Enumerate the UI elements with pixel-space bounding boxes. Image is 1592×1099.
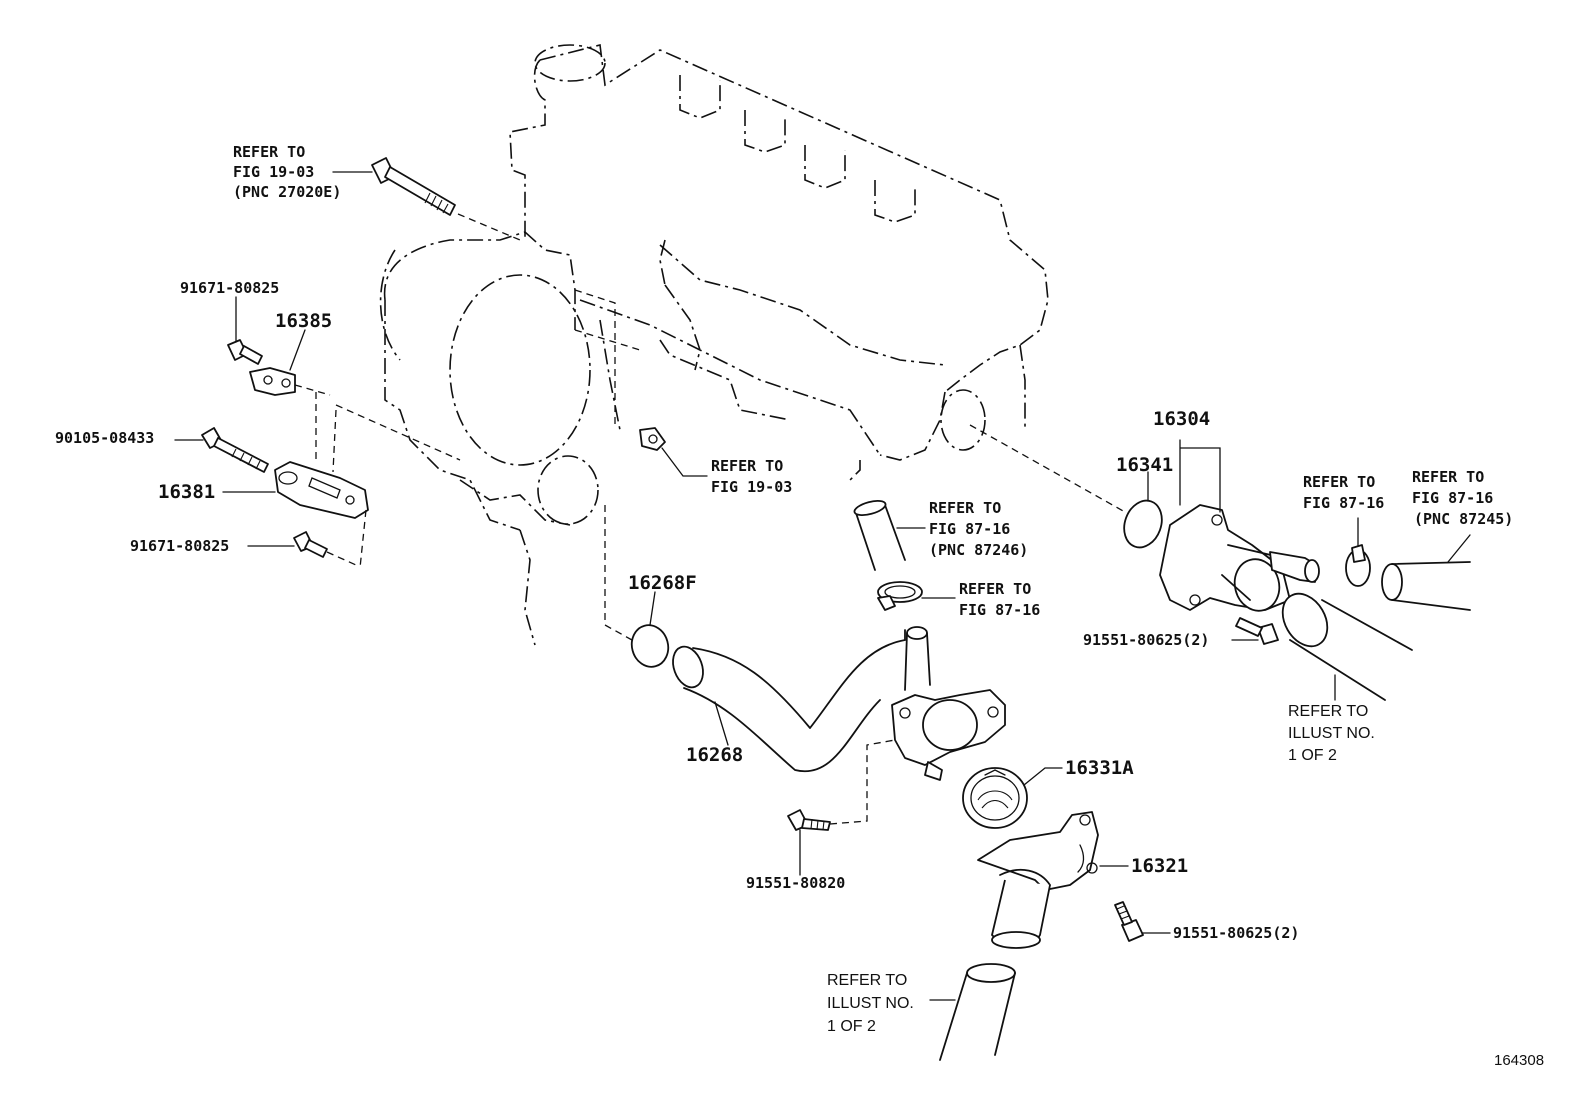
svg-text:REFER TO: REFER TO <box>1288 703 1368 720</box>
bolt-icon <box>1235 617 1279 645</box>
svg-text:ILLUST NO.: ILLUST NO. <box>827 995 914 1012</box>
water-pump-outline <box>379 231 599 531</box>
part-number-90105-08433: 90105-08433 <box>55 429 154 447</box>
illustration-id: 164308 <box>1494 1052 1544 1069</box>
guide-line <box>335 404 461 461</box>
bracket-plate-icon <box>274 461 369 519</box>
svg-text:REFER TO: REFER TO <box>1303 473 1375 491</box>
label-refer-fig-19-03-mid: REFER TO FIG 19-03 <box>711 457 792 496</box>
hose-clamp-icon <box>877 581 923 611</box>
bolt-icon <box>1114 901 1144 942</box>
radiator-hose-icon <box>1281 592 1413 701</box>
water-outlet-icon <box>977 811 1099 949</box>
svg-text:FIG 87-16: FIG 87-16 <box>959 601 1040 619</box>
label-refer-fig-87-16-small-clamp: REFER TO FIG 87-16 <box>1303 473 1384 512</box>
part-number-91671-80825-bottom: 91671-80825 <box>130 537 229 555</box>
water-pipe-icon <box>672 626 931 773</box>
part-number-91551-80820: 91551-80820 <box>746 874 845 892</box>
leader-line <box>1447 534 1471 563</box>
guide-line <box>829 739 896 825</box>
engine-block-outline <box>509 44 1049 646</box>
svg-text:1 OF 2: 1 OF 2 <box>827 1018 876 1035</box>
svg-text:REFER TO: REFER TO <box>827 972 907 989</box>
guide-line <box>294 384 331 396</box>
guide-line <box>326 551 357 566</box>
leader-line <box>1179 439 1221 513</box>
svg-text:FIG 19-03: FIG 19-03 <box>233 163 314 181</box>
part-number-16341: 16341 <box>1116 454 1173 476</box>
guide-line <box>574 289 616 428</box>
guide-line <box>604 505 633 641</box>
label-refer-fig-87-16-pnc-87246: REFER TO FIG 87-16 (PNC 87246) <box>929 499 1028 559</box>
leader-line <box>1023 767 1063 786</box>
leader-line <box>714 701 729 746</box>
label-refer-illust-bottom: REFER TO ILLUST NO. 1 OF 2 <box>827 972 914 1035</box>
svg-text:REFER TO: REFER TO <box>959 580 1031 598</box>
svg-text:1 OF 2: 1 OF 2 <box>1288 747 1337 764</box>
part-number-91551-80625-upper: 91551-80625(2) <box>1083 631 1209 649</box>
svg-text:ILLUST NO.: ILLUST NO. <box>1288 725 1375 742</box>
label-refer-illust-right: REFER TO ILLUST NO. 1 OF 2 <box>1288 703 1375 764</box>
svg-text:(PNC 87246): (PNC 87246) <box>929 541 1028 559</box>
label-refer-fig-87-16-clamp: REFER TO FIG 87-16 <box>959 580 1040 619</box>
thermostat-housing-icon <box>891 689 1006 781</box>
svg-text:FIG 87-16: FIG 87-16 <box>1412 489 1493 507</box>
svg-text:REFER TO: REFER TO <box>233 143 305 161</box>
thermostat-icon <box>962 767 1028 829</box>
part-number-16304: 16304 <box>1153 408 1210 430</box>
part-number-91671-80825-top: 91671-80825 <box>180 279 279 297</box>
hose-icon <box>1381 561 1471 611</box>
part-number-91551-80625-lower: 91551-80625(2) <box>1173 924 1299 942</box>
svg-text:REFER TO: REFER TO <box>1412 468 1484 486</box>
svg-text:REFER TO: REFER TO <box>711 457 783 475</box>
gasket-icon <box>1123 499 1163 549</box>
bolt-icon <box>201 427 269 473</box>
guide-line <box>969 424 1126 513</box>
part-number-16268F: 16268F <box>628 572 697 594</box>
water-inlet-icon <box>1159 504 1320 612</box>
svg-text:(PNC 87245): (PNC 87245) <box>1414 510 1513 528</box>
long-bolt-icon <box>371 157 456 216</box>
bracket-icon <box>249 367 296 396</box>
svg-text:FIG 19-03: FIG 19-03 <box>711 478 792 496</box>
bolt-icon <box>293 531 328 558</box>
part-number-16331A: 16331A <box>1065 757 1134 779</box>
bolt-icon <box>787 809 831 831</box>
hose-clamp-icon <box>1345 544 1371 587</box>
guide-line <box>574 329 641 351</box>
svg-text:REFER TO: REFER TO <box>929 499 1001 517</box>
clip-icon <box>639 427 666 451</box>
part-number-16381: 16381 <box>158 481 215 503</box>
leader-line <box>661 447 708 477</box>
part-number-16385: 16385 <box>275 310 332 332</box>
part-number-16268: 16268 <box>686 744 743 766</box>
leader-line <box>289 329 306 371</box>
hose-icon <box>853 499 906 571</box>
leader-line <box>649 591 656 626</box>
guide-line <box>359 509 367 569</box>
lower-hose-icon <box>939 963 1016 1061</box>
svg-text:FIG 87-16: FIG 87-16 <box>1303 494 1384 512</box>
part-number-16321: 16321 <box>1131 855 1188 877</box>
svg-text:FIG 87-16: FIG 87-16 <box>929 520 1010 538</box>
guide-line <box>332 409 337 473</box>
bolt-icon <box>227 339 263 365</box>
svg-text:(PNC 27020E): (PNC 27020E) <box>233 183 341 201</box>
label-refer-fig-19-03-top: REFER TO FIG 19-03 (PNC 27020E) <box>233 143 341 201</box>
label-refer-fig-87-16-pnc-87245: REFER TO FIG 87-16 (PNC 87245) <box>1412 468 1513 528</box>
o-ring-icon <box>630 624 670 668</box>
